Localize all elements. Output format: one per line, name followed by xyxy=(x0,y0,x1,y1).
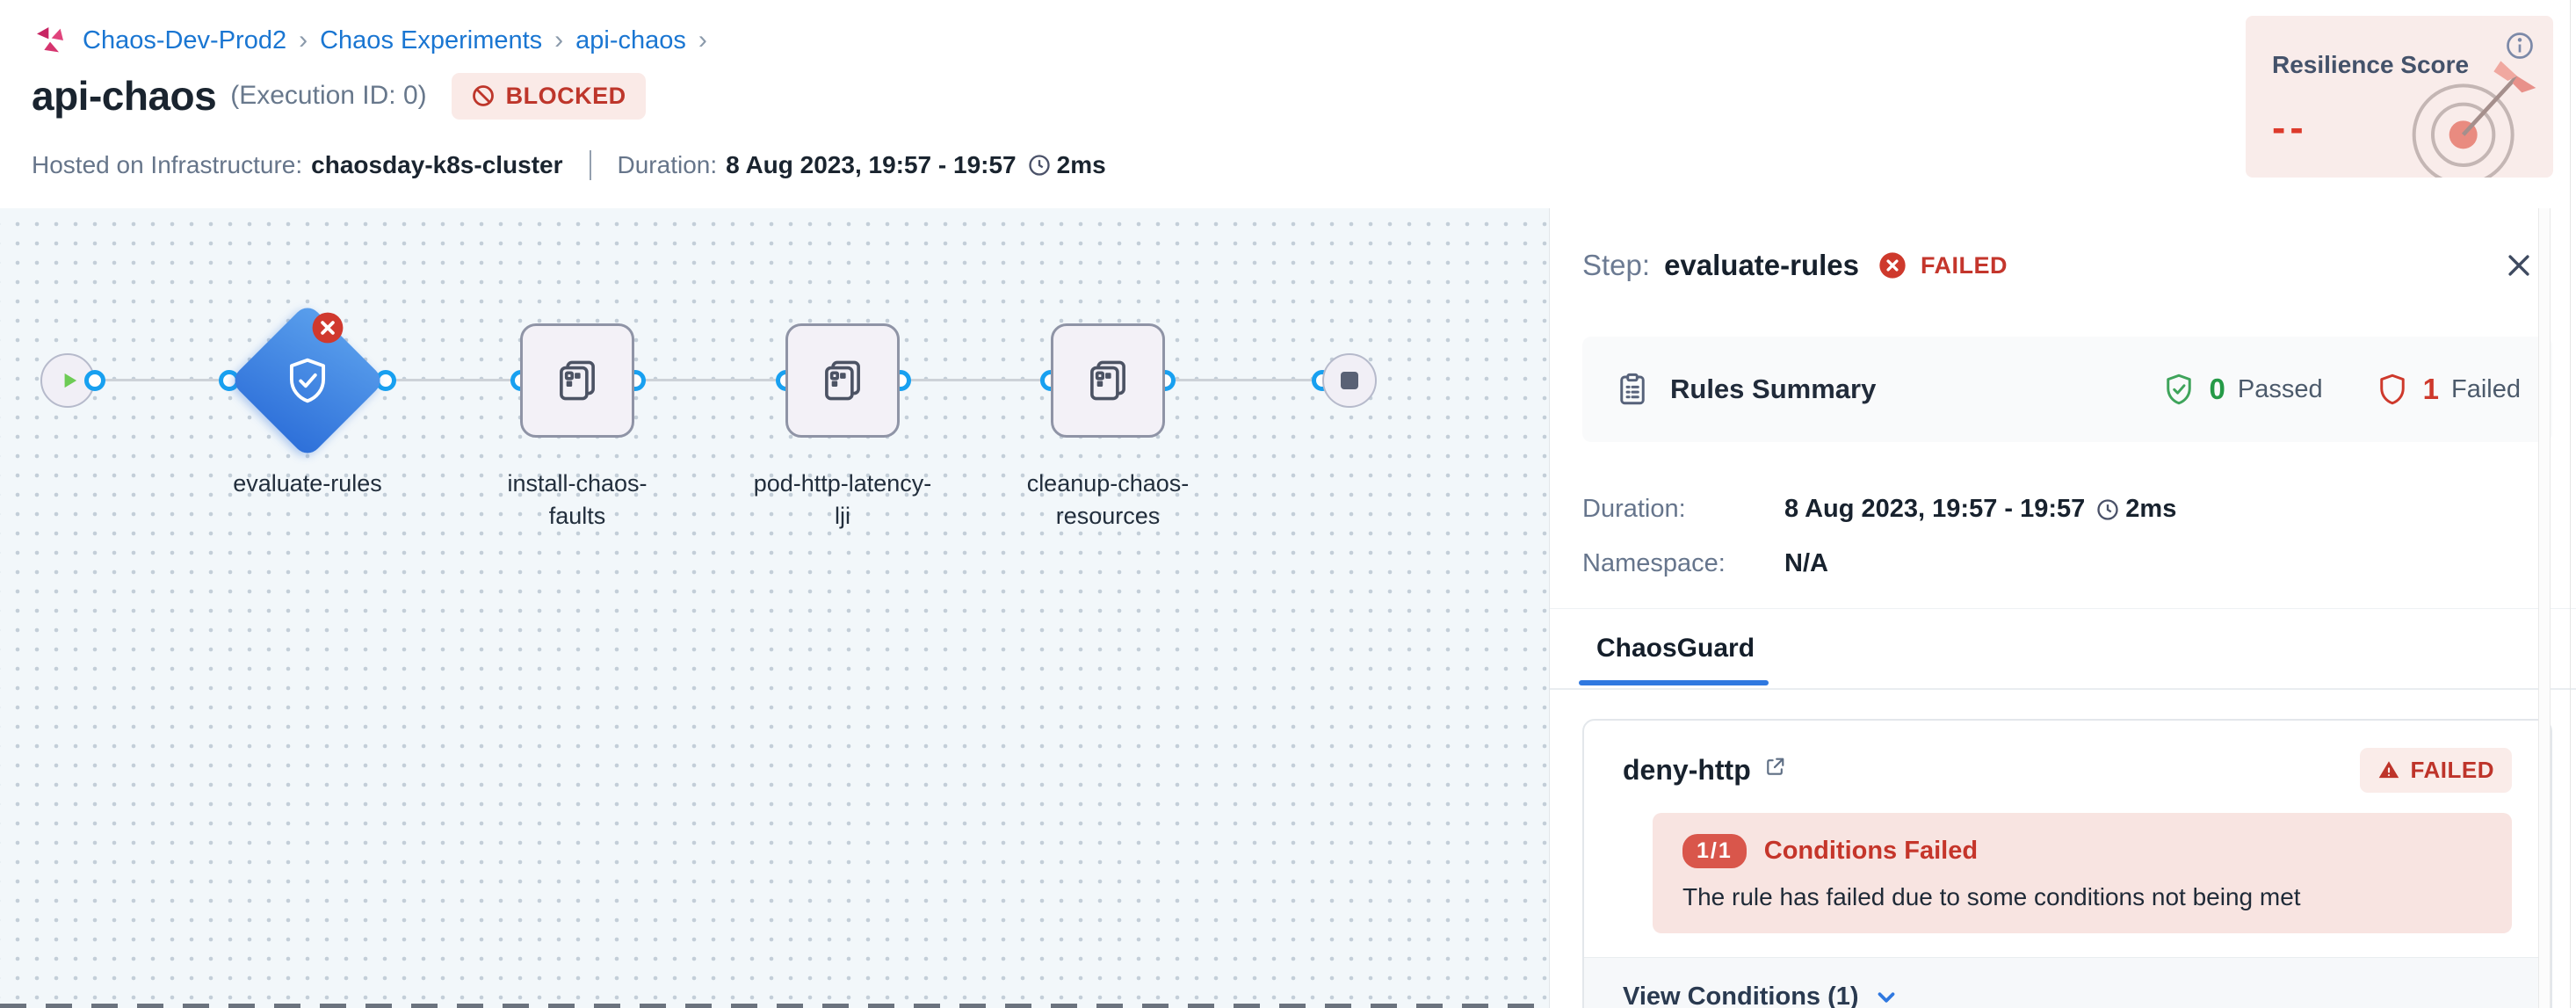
node-pod-http-latency[interactable] xyxy=(785,323,900,438)
pipeline-end-node[interactable] xyxy=(1322,353,1377,408)
failed-circle-icon xyxy=(1878,251,1907,279)
stop-icon xyxy=(1341,372,1358,389)
shield-check-icon xyxy=(280,353,335,408)
clock-icon xyxy=(2095,497,2120,522)
external-link-icon[interactable] xyxy=(1763,755,1787,779)
conditions-ratio-pill: 1/1 xyxy=(1682,834,1747,868)
conditions-failed-title: Conditions Failed xyxy=(1763,837,1979,865)
title-row: api-chaos (Execution ID: 0) BLOCKED xyxy=(32,72,646,120)
failed-count: 1 xyxy=(2422,373,2439,405)
rule-status-label: FAILED xyxy=(2410,756,2494,783)
duration-value: 8 Aug 2023, 19:57 - 19:57 xyxy=(726,151,1017,178)
resilience-score-card: Resilience Score -- xyxy=(2246,16,2553,178)
rule-card-header: deny-http FAILED xyxy=(1584,721,2551,793)
breadcrumb-separator: › xyxy=(698,25,707,54)
failed-label: Failed xyxy=(2451,374,2521,403)
hosted-label: Hosted on Infrastructure: xyxy=(32,151,303,178)
pipeline-canvas[interactable]: evaluate-rules install-chaos- faults xyxy=(0,208,1549,1008)
node-evaluate-rules[interactable] xyxy=(228,301,387,460)
chaos-fault-icon xyxy=(817,355,868,406)
namespace-label: Namespace: xyxy=(1582,549,1726,577)
node-label-install-chaos-faults: install-chaos- faults xyxy=(507,470,648,529)
namespace-row: Namespace: N/A xyxy=(1582,549,1828,578)
window-edge-line xyxy=(2570,0,2571,1008)
step-header: Step: evaluate-rules FAILED xyxy=(1582,249,2479,282)
alert-headline: 1/1 Conditions Failed xyxy=(1682,834,2482,868)
rule-status-badge: FAILED xyxy=(2359,747,2512,793)
panel-scrollbar[interactable] xyxy=(2538,208,2551,1008)
resilience-score-title: Resilience Score xyxy=(2272,51,2470,78)
tab-bar: ChaosGuard xyxy=(1550,608,2576,690)
rules-summary-counts: 0 Passed 1 Failed xyxy=(2160,371,2521,408)
page-title: api-chaos xyxy=(32,73,217,119)
chaosguard-rule-card: deny-http FAILED xyxy=(1582,719,2552,1008)
canvas-bottom-edge xyxy=(0,1004,1543,1008)
chaos-module-icon xyxy=(32,23,69,58)
warning-triangle-icon xyxy=(2377,758,2400,781)
step-status: FAILED xyxy=(1921,251,2008,279)
no-entry-icon xyxy=(472,85,494,106)
duration-label: Duration: xyxy=(1582,495,1686,523)
chaos-fault-icon xyxy=(1082,355,1133,406)
duration-label: Duration: xyxy=(617,151,718,178)
close-icon[interactable] xyxy=(2504,250,2534,280)
execution-info-row: Hosted on Infrastructure: chaosday-k8s-c… xyxy=(32,148,1106,183)
chaos-fault-icon xyxy=(552,355,603,406)
step-label: Step: xyxy=(1582,249,1651,281)
resilience-score-value: -- xyxy=(2272,105,2308,150)
step-details-panel: Step: evaluate-rules FAILED Rules Summar… xyxy=(1549,208,2576,1008)
breadcrumb: Chaos-Dev-Prod2 › Chaos Experiments › ap… xyxy=(32,23,709,58)
view-conditions-toggle[interactable]: View Conditions (1) xyxy=(1584,957,2551,1008)
active-tab-indicator xyxy=(1579,680,1769,685)
node-cleanup-chaos-resources[interactable] xyxy=(1051,323,1165,438)
duration-elapsed: 2ms xyxy=(1056,151,1106,178)
node-failed-badge-icon xyxy=(311,311,344,344)
chevron-down-icon xyxy=(1873,984,1899,1008)
node-label-pod-http-latency: pod-http-latency- lji xyxy=(753,470,932,529)
rule-name: deny-http xyxy=(1623,753,1751,786)
info-icon[interactable] xyxy=(2504,30,2536,62)
breadcrumb-project-link[interactable]: Chaos-Dev-Prod2 xyxy=(83,25,287,54)
passed-count: 0 xyxy=(2209,373,2225,405)
status-badge-label: BLOCKED xyxy=(505,82,626,109)
target-arrow-illustration xyxy=(2400,46,2550,178)
rule-name-wrap: deny-http xyxy=(1623,754,1787,787)
rules-summary-title: Rules Summary xyxy=(1670,373,1877,404)
namespace-value: N/A xyxy=(1784,549,1828,577)
divider xyxy=(589,150,591,180)
page-header: Chaos-Dev-Prod2 › Chaos Experiments › ap… xyxy=(0,0,2576,209)
duration-row: Duration: 8 Aug 2023, 19:57 - 19:57 2ms xyxy=(1582,495,2176,524)
rules-summary-card: Rules Summary 0 Passed 1 Failed xyxy=(1582,337,2552,442)
shield-passed-icon xyxy=(2160,371,2197,408)
breadcrumb-separator: › xyxy=(299,25,308,54)
tab-chaosguard[interactable]: ChaosGuard xyxy=(1596,634,1755,663)
execution-id: (Execution ID: 0) xyxy=(230,81,427,110)
duration-value: 8 Aug 2023, 19:57 - 19:57 2ms xyxy=(1784,495,2177,523)
breadcrumb-experiment-link[interactable]: api-chaos xyxy=(575,25,686,54)
pipeline-connector-line xyxy=(68,379,1350,381)
infrastructure-name: chaosday-k8s-cluster xyxy=(311,151,563,178)
clock-icon xyxy=(1027,153,1052,178)
step-name: evaluate-rules xyxy=(1664,249,1860,281)
node-install-chaos-faults[interactable] xyxy=(520,323,634,438)
breadcrumb-experiments-link[interactable]: Chaos Experiments xyxy=(320,25,543,54)
clipboard-icon xyxy=(1614,371,1651,408)
view-conditions-label: View Conditions (1) xyxy=(1623,983,1859,1008)
node-label-cleanup-chaos-resources: cleanup-chaos- resources xyxy=(1026,470,1190,529)
connector-dot xyxy=(84,370,105,391)
passed-label: Passed xyxy=(2237,374,2323,403)
node-label-evaluate-rules: evaluate-rules xyxy=(233,470,382,497)
breadcrumb-separator: › xyxy=(554,25,564,54)
conditions-failed-message: The rule has failed due to some conditio… xyxy=(1682,883,2301,910)
shield-failed-icon xyxy=(2374,371,2411,408)
play-icon xyxy=(58,369,81,392)
status-badge-blocked: BLOCKED xyxy=(451,72,646,120)
rules-summary-left: Rules Summary xyxy=(1614,371,1876,408)
conditions-failed-alert: 1/1 Conditions Failed The rule has faile… xyxy=(1653,813,2512,933)
